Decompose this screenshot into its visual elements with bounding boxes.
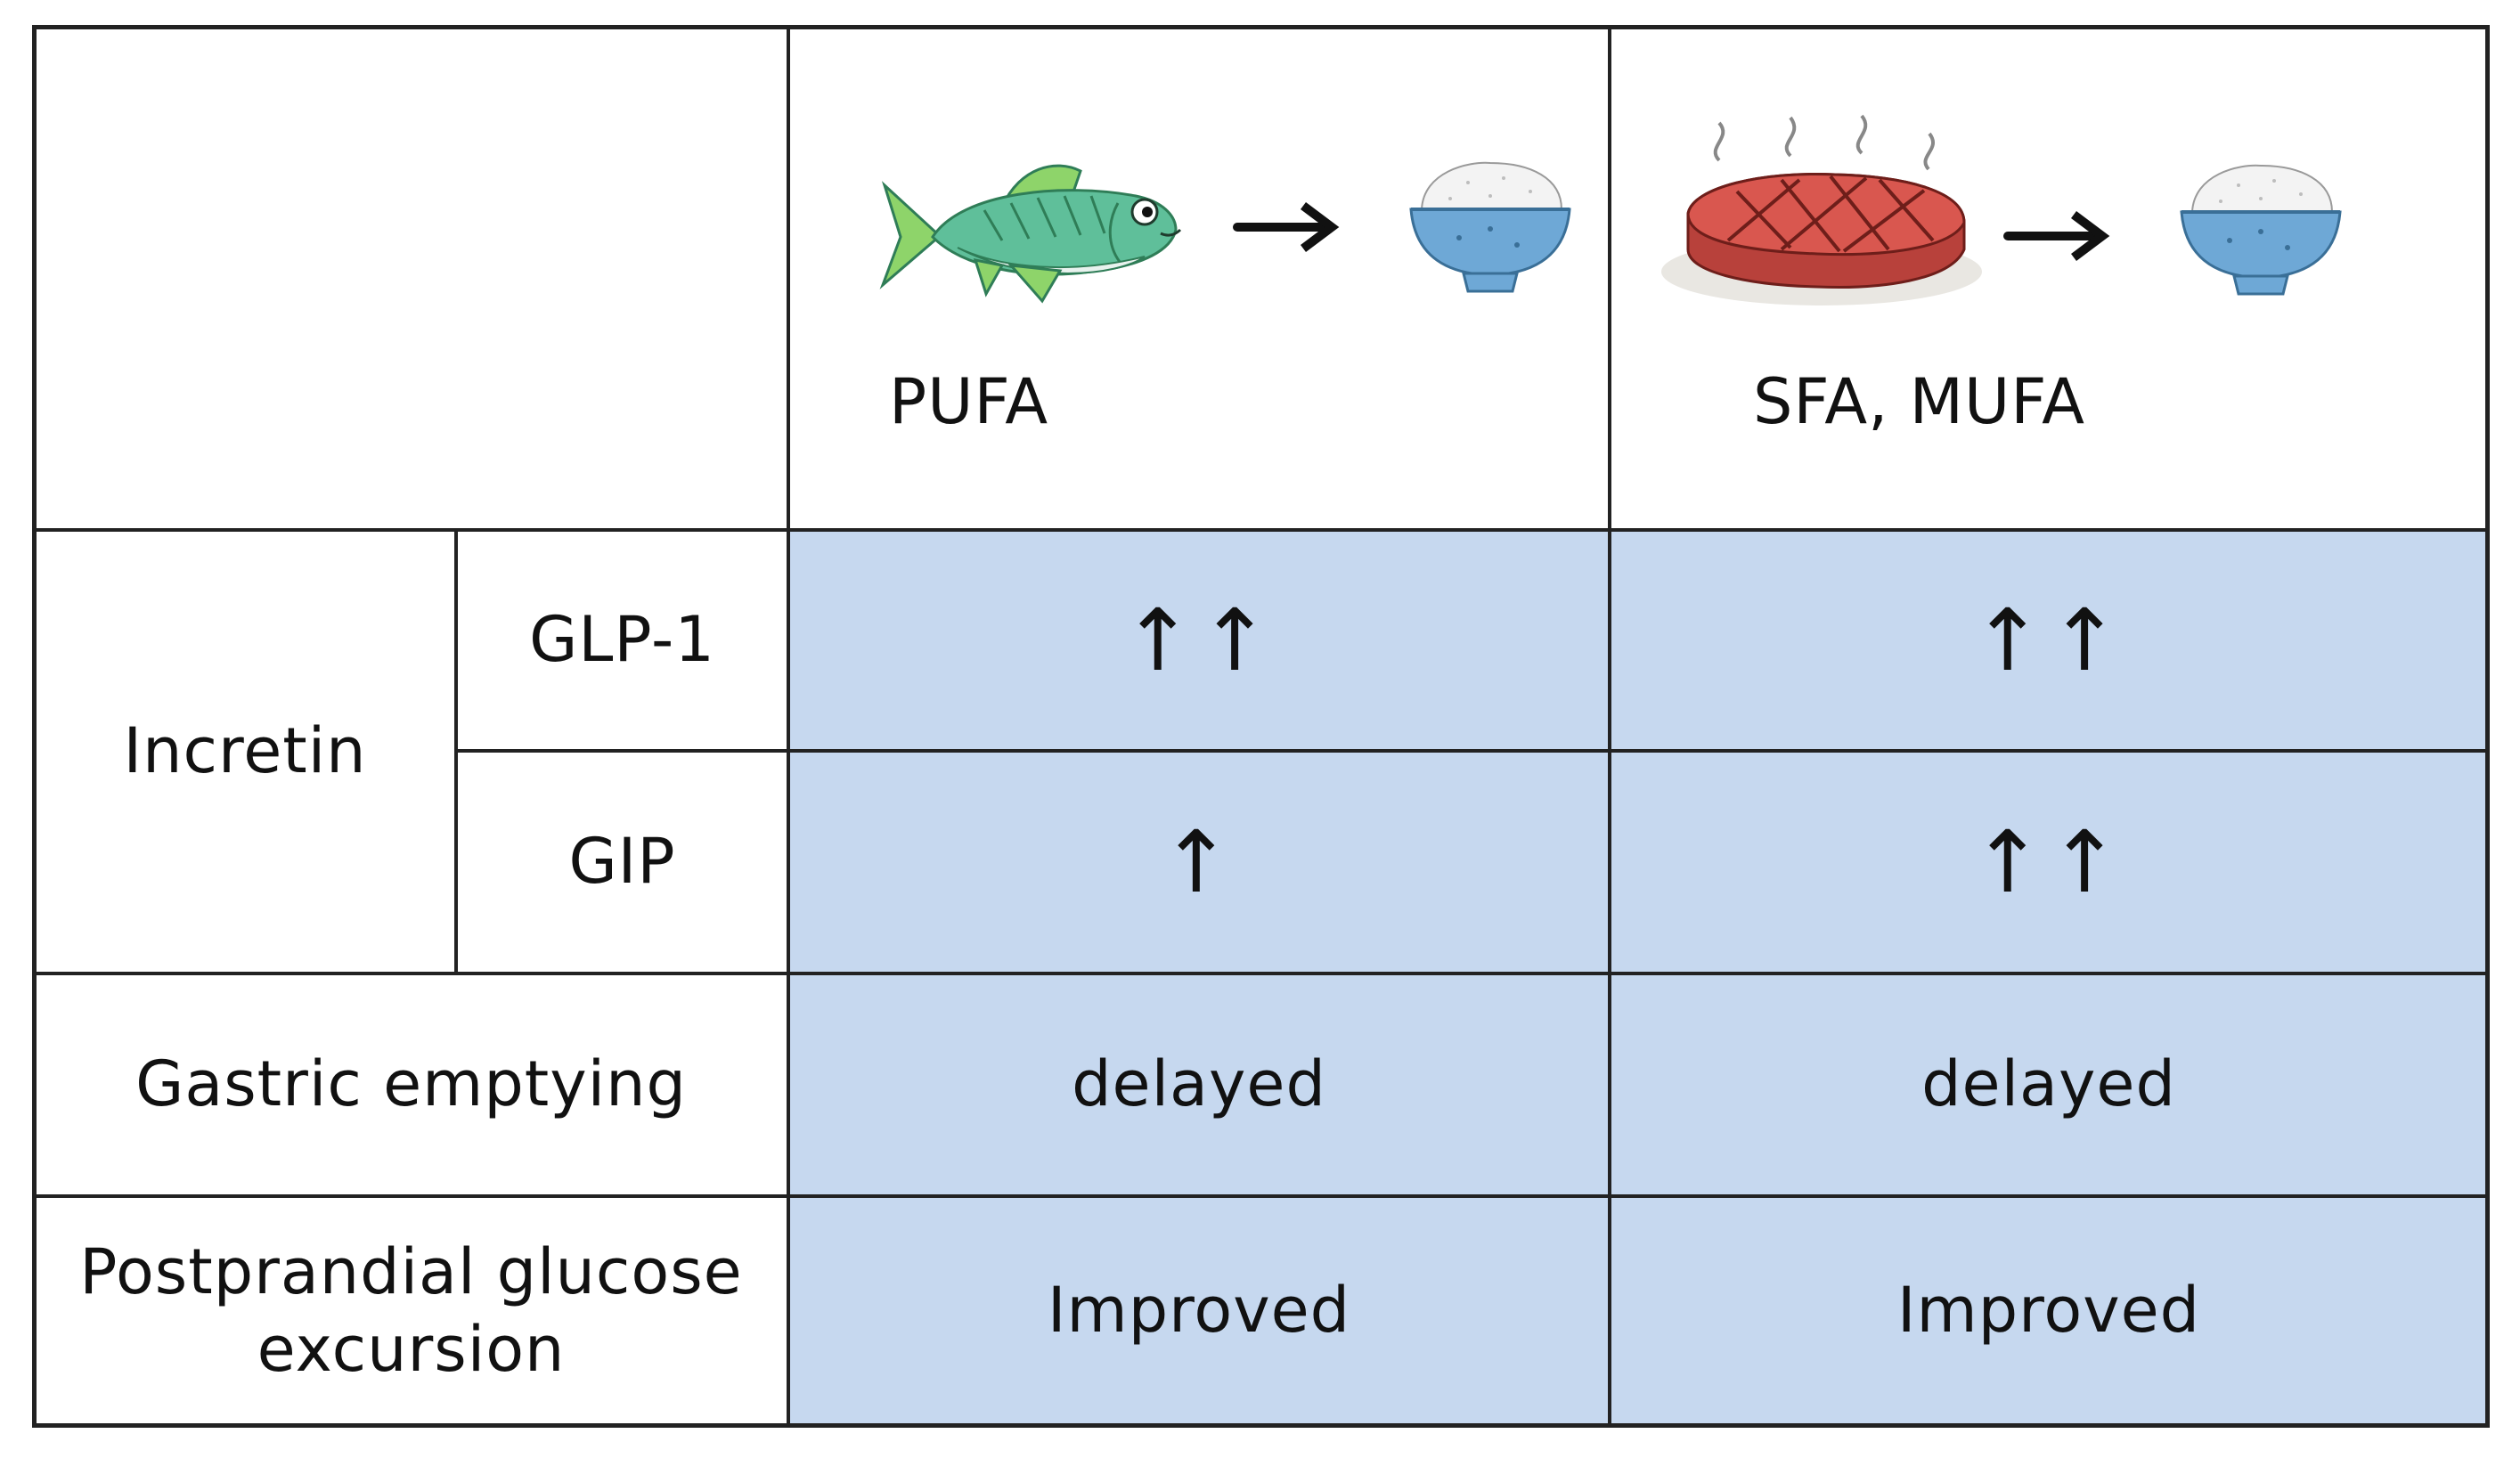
table-border-top (32, 25, 2490, 29)
pufa-glp1-cell: ↑↑ (788, 530, 1610, 751)
sfa-mufa-column-label: SFA, MUFA (1753, 365, 2086, 438)
rice-bowl-icon (1409, 161, 1571, 293)
row-divider (454, 749, 2490, 753)
table-border-bottom (32, 1423, 2490, 1428)
sfa-glucose-cell: Improved (1610, 1196, 2488, 1426)
sfa-gastric-value: delayed (1921, 1047, 2176, 1121)
pufa-glucose-cell: Improved (788, 1196, 1610, 1426)
glucose-label-cell: Postprandial glucose excursion (34, 1196, 788, 1426)
incretin-label-cell: Incretin (34, 530, 456, 973)
glp1-label-cell: GLP-1 (456, 530, 788, 751)
glp1-label: GLP-1 (529, 603, 715, 677)
glucose-label-line1: Postprandial glucose (79, 1234, 743, 1308)
right-arrow-icon (1233, 202, 1340, 252)
grilled-steak-icon (1661, 114, 1982, 305)
pufa-glucose-value: Improved (1047, 1274, 1351, 1348)
gastric-label-cell: Gastric emptying (34, 973, 788, 1196)
fish-icon (879, 164, 1182, 304)
row-divider (32, 528, 2490, 532)
sfa-glp1-cell: ↑↑ (1610, 530, 2488, 751)
row-divider (32, 972, 2490, 975)
row-divider (32, 1194, 2490, 1198)
pufa-gip-cell: ↑ (788, 751, 1610, 973)
column-divider (1608, 25, 1611, 1428)
table-border-left (32, 25, 37, 1428)
incretin-label: Incretin (123, 714, 367, 788)
gip-label: GIP (568, 825, 676, 899)
right-arrow-icon (2003, 211, 2110, 261)
pufa-column-label: PUFA (889, 365, 1049, 438)
gastric-label: Gastric emptying (135, 1047, 687, 1121)
glucose-label-line2: excursion (257, 1313, 566, 1386)
sfa-gastric-cell: delayed (1610, 973, 2488, 1196)
pufa-gastric-cell: delayed (788, 973, 1610, 1196)
sfa-gip-value: ↑↑ (1971, 812, 2126, 912)
pufa-glp1-value: ↑↑ (1121, 591, 1276, 690)
pufa-gastric-value: delayed (1072, 1047, 1326, 1121)
sfa-glp1-value: ↑↑ (1971, 591, 2126, 690)
sfa-glucose-value: Improved (1896, 1274, 2201, 1348)
pufa-gip-value: ↑ (1160, 812, 1238, 912)
rice-bowl-icon (2180, 164, 2342, 296)
column-divider (787, 25, 790, 1428)
table-border-right (2485, 25, 2490, 1428)
sfa-gip-cell: ↑↑ (1610, 751, 2488, 973)
gip-label-cell: GIP (456, 751, 788, 973)
